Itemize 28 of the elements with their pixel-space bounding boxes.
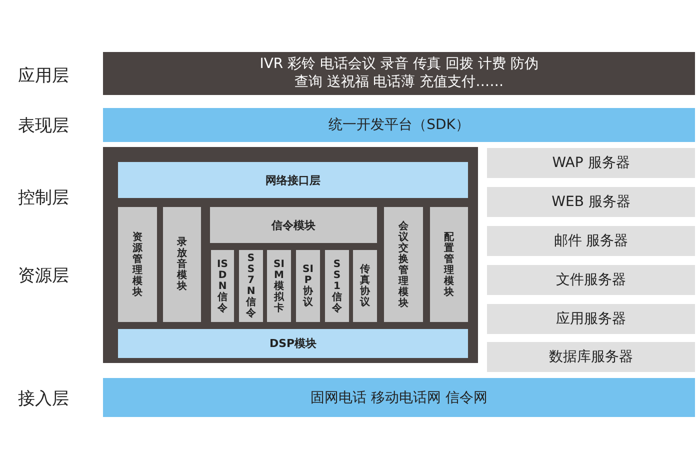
module-box: SS1信令	[325, 250, 349, 322]
module-box: SS7N信令	[239, 250, 263, 322]
server-box: 文件服务器	[487, 265, 695, 295]
server-box: 邮件 服务器	[487, 226, 695, 256]
server-box: 应用服务器	[487, 304, 695, 334]
module-box: SIP协议	[296, 250, 320, 322]
layer-label: 资源层	[18, 265, 69, 287]
layer-band: IVR 彩铃 电话会议 录音 传真 回拨 计费 防伪查询 送祝福 电话薄 充值支付……	[103, 52, 695, 95]
layer-band: 固网电话 移动电话网 信令网	[103, 378, 695, 417]
module-box: ISDN信令	[211, 250, 234, 322]
module-box: 资源管理模块	[118, 207, 157, 322]
module-box: 信令模块	[210, 207, 377, 243]
module-box: 网络接口层	[118, 162, 468, 198]
module-panel	[103, 147, 478, 363]
server-box: WEB 服务器	[487, 187, 695, 217]
layer-label: 控制层	[18, 187, 69, 209]
module-box: DSP模块	[118, 329, 468, 358]
module-box: 配置管理模块	[430, 207, 468, 322]
module-box: 传真协议	[353, 250, 377, 322]
module-box: 录放音模块	[163, 207, 201, 322]
module-box: 会议交换管理模块	[384, 207, 423, 322]
module-box: SIM模拟卡	[267, 250, 291, 322]
layer-label: 表现层	[18, 115, 69, 137]
server-box: 数据库服务器	[487, 342, 695, 372]
server-box: WAP 服务器	[487, 148, 695, 178]
layer-label: 应用层	[18, 65, 69, 87]
layer-label: 接入层	[18, 388, 69, 410]
layer-band: 统一开发平台（SDK）	[103, 108, 695, 142]
